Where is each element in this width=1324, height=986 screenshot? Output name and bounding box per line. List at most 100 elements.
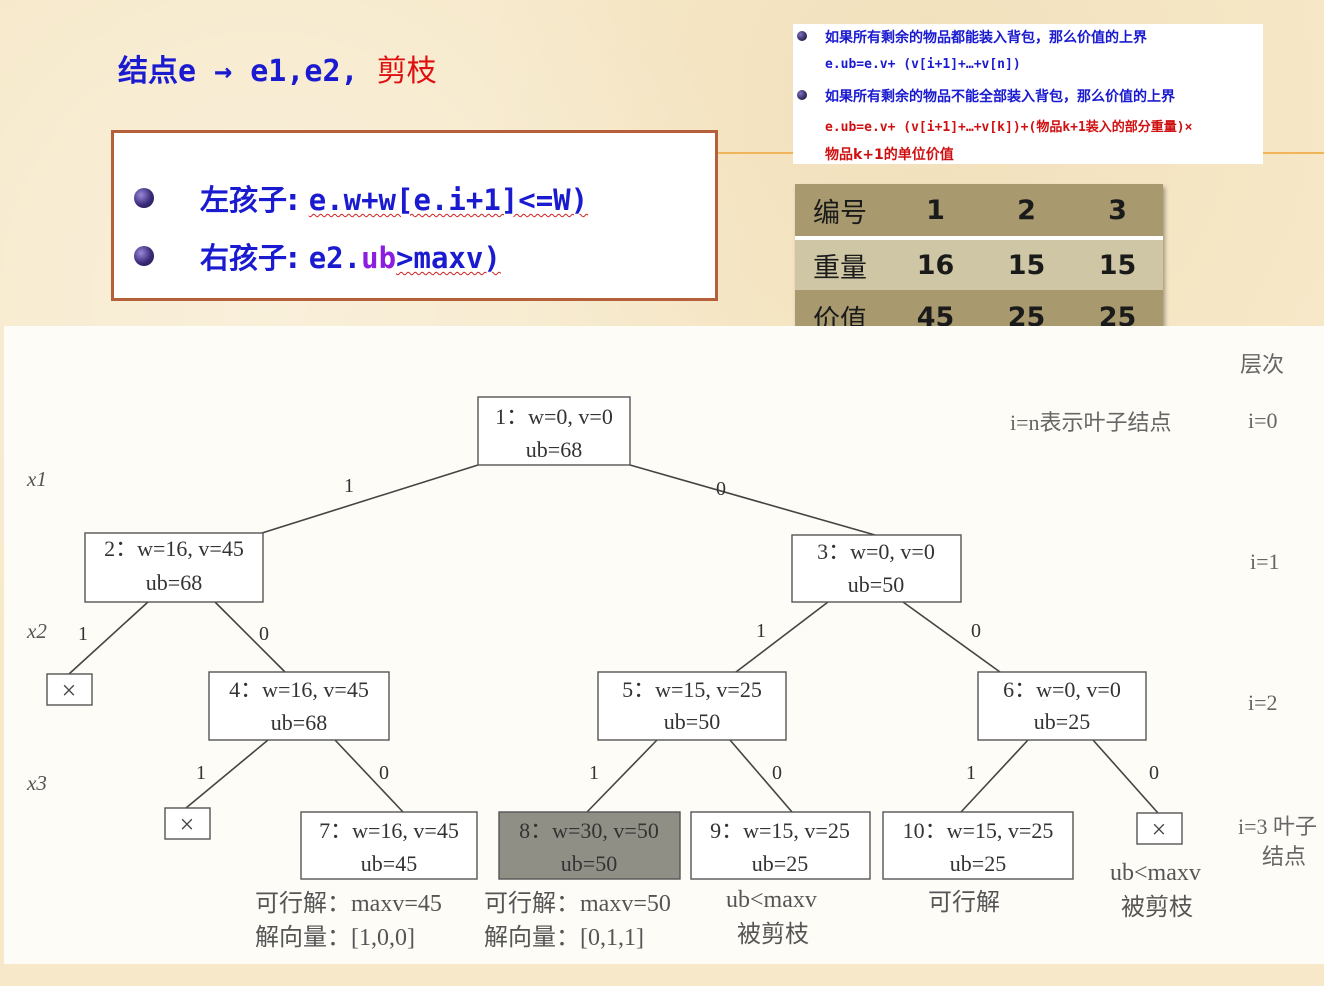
rule-expression-suffix: >maxv) [396,241,501,275]
pruned-node [164,807,211,840]
node-label: 8：w=30, v=50 [519,818,659,843]
level-labels: 层次 i=n表示叶子结点 i=0 i=1 i=2 i=3 叶子 结点 [1010,352,1317,869]
captions: 可行解：maxv=45 解向量：[1,0,0] 可行解：maxv=50 解向量：… [255,860,1201,951]
node-texts: 1：w=0, v=0 ub=68 2：w=16, v=45 ub=68 3：w=… [104,404,1121,876]
level-label: i=3 叶子 [1238,814,1317,839]
edge-label: 0 [716,478,726,500]
pruned-node [46,673,93,706]
edge-label: 1 [78,623,88,645]
bullet-icon [797,90,807,100]
node-label: 6：w=0, v=0 [1003,677,1121,702]
bullet-icon [134,246,154,266]
rule-right-child: 右孩子: e2.ub>maxv) [134,235,501,277]
pruned-marks: × × × [62,676,1167,844]
table-cell: 15 [1007,249,1046,281]
rule-expression: e.w+w[e.i+1]<=W) [308,183,589,217]
rule-left-child: 左孩子: e.w+w[e.i+1]<=W) [134,177,588,219]
note-line: 如果所有剩余的物品都能装入背包，那么价值的上界 [825,30,1147,46]
node-ub: ub=50 [664,709,720,734]
note-line: 如果所有剩余的物品不能全部装入背包，那么价值的上界 [825,89,1175,105]
edge [185,739,269,809]
row-header: 重量 [813,252,867,284]
edge-label: 1 [344,475,354,497]
tree-node [882,811,1074,880]
tree-edges [68,464,1159,814]
rule-expression-prefix: e2. [308,241,362,275]
close-icon: × [180,810,195,839]
edge [735,601,829,673]
tree-node [690,811,871,880]
edge-label: 1 [196,762,206,784]
edge [261,464,479,534]
node-ub: ub=25 [1034,709,1090,734]
tree-node [477,396,631,466]
table-cell: 15 [1098,249,1137,281]
rule-expression-ub: ub [361,241,397,275]
table-cell: 16 [916,249,955,281]
edge [729,739,793,813]
table-row: 编号 1 2 3 [795,184,1163,236]
bullet-icon [797,31,807,41]
level-label: i=2 [1248,690,1278,715]
edge-label: 1 [966,762,976,784]
edge [1092,739,1159,814]
edge-label: 0 [772,762,782,784]
pruning-rules-box: 左孩子: e.w+w[e.i+1]<=W) 右孩子: e2.ub>maxv) [111,130,718,301]
caption: 解向量：[1,0,0] [255,924,415,951]
divider-line [718,152,795,154]
tree-node [597,671,787,741]
tree-node [300,811,478,880]
caption: 被剪枝 [737,921,809,948]
upper-bound-notes: 如果所有剩余的物品都能装入背包，那么价值的上界 e.ub=e.v+ (v[i+1… [793,24,1263,164]
caption: ub<maxv [1110,860,1201,886]
caption: ub<maxv [726,887,817,913]
caption: 可行解 [928,889,1000,916]
node-ub: ub=68 [526,437,582,462]
level-label: 结点 [1262,844,1306,869]
variable-labels: x1 x2 x3 [26,467,47,795]
edge-label: 1 [589,762,599,784]
bullet-icon [134,188,154,208]
edge [214,601,286,673]
edge [586,739,658,813]
row-separator [795,236,1163,240]
node-ub: ub=50 [848,572,904,597]
table-cell: 2 [1017,194,1036,226]
caption: 被剪枝 [1121,894,1193,921]
tree-node [791,534,962,603]
node-label: 3：w=0, v=0 [817,539,935,564]
node-label: 9：w=15, v=25 [710,818,850,843]
row-header: 编号 [813,197,867,229]
close-icon: × [1152,815,1167,844]
node-label: 5：w=15, v=25 [622,677,762,702]
node-ub: ub=68 [146,570,202,595]
note-formula: e.ub=e.v+ (v[i+1]+…+v[k])+(物品k+1装入的部分重量)… [825,120,1193,135]
node-label: 4：w=16, v=45 [229,677,369,702]
node-boxes [46,396,1183,880]
edge-label: 0 [971,620,981,642]
caption: 可行解：maxv=45 [255,890,442,917]
node-label: 10：w=15, v=25 [903,818,1054,843]
variable-label: x2 [26,619,47,643]
table-cell: 3 [1108,194,1127,226]
table-cell: 1 [926,194,945,226]
variable-label: x1 [26,467,47,491]
edge-label: 0 [259,623,269,645]
title-prefix: 结点e → e1,e2, [118,54,359,89]
rule-label: 右孩子: [200,241,299,275]
edge-label: 0 [379,762,389,784]
tree-node [208,671,390,741]
level-header: 层次 [1240,352,1284,377]
node-ub: ub=68 [271,710,327,735]
slide-title: 结点e → e1,e2, 剪枝 [118,46,437,90]
node-ub: ub=45 [361,851,417,876]
node-ub: ub=25 [752,851,808,876]
edge [960,739,1029,813]
edge [68,601,149,675]
leaf-note: i=n表示叶子结点 [1010,410,1172,435]
note-formula: e.ub=e.v+ (v[i+1]+…+v[n]) [825,57,1021,72]
node-ub: ub=50 [561,851,617,876]
pruned-node [1136,812,1183,845]
node-label: 2：w=16, v=45 [104,536,244,561]
level-label: i=0 [1248,408,1278,433]
